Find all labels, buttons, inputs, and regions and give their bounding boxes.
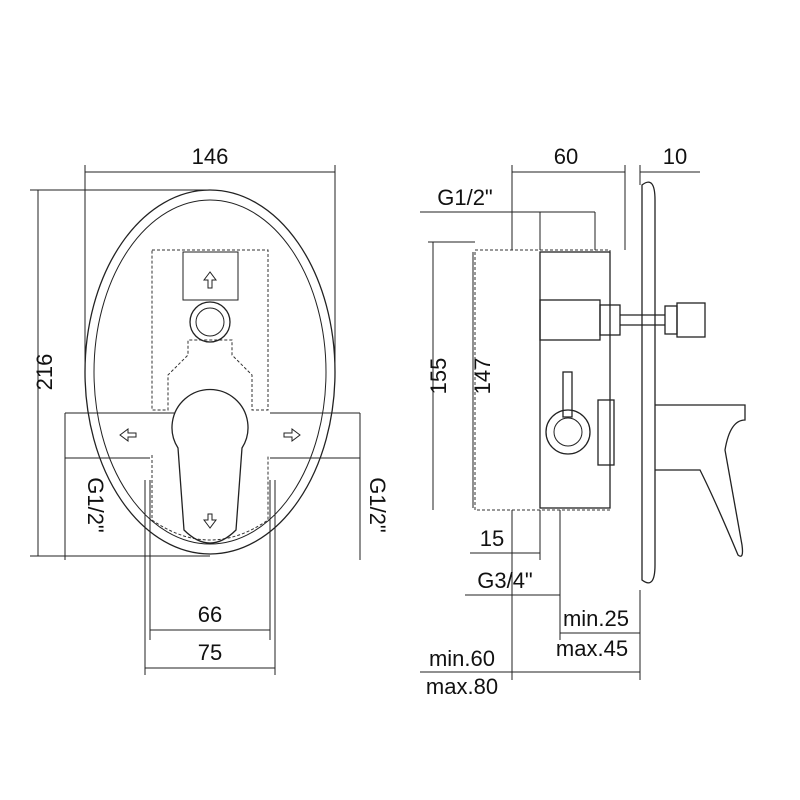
left-arrow-icon [119, 428, 137, 442]
inlet-right-label: G1/2" [365, 477, 390, 533]
cover-plate-inner [93, 199, 327, 545]
dim-label-60: 60 [554, 144, 578, 169]
cartridge-port-inner [553, 417, 583, 447]
inlet-left-label: G1/2" [83, 477, 108, 533]
outlet-bottom-label: G3/4" [477, 568, 533, 593]
lever-handle [171, 388, 249, 544]
diverter-knob-side [664, 305, 678, 335]
front-view: 146 216 G1/2" G1/2" 66 75 [30, 144, 390, 675]
up-arrow-icon [203, 271, 217, 289]
body-envelope [474, 249, 611, 511]
dim-label-155: 155 [426, 358, 451, 395]
valve-body [539, 251, 611, 509]
dim-label-146: 146 [192, 144, 229, 169]
cover-plate-side [641, 181, 656, 584]
right-arrow-icon [283, 428, 301, 442]
dim-line-plate [560, 590, 641, 640]
diverter-knob-inner [195, 307, 225, 337]
down-arrow-icon [203, 513, 217, 529]
cover-plate-outer [84, 189, 336, 555]
cartridge-port-outer [545, 409, 591, 455]
outlet-top-label: G1/2" [437, 185, 493, 210]
cartridge-nut [597, 399, 615, 466]
lever-side [655, 404, 746, 557]
min-wall-label: min.60 [429, 646, 495, 671]
dim-line-66 [149, 480, 271, 640]
dim-label-15: 15 [480, 526, 504, 551]
diverter-knob-outer [189, 301, 231, 343]
dim-line-155 [428, 241, 475, 510]
dim-label-216: 216 [32, 354, 57, 391]
diverter-stem [620, 314, 665, 326]
diverter-cap [676, 302, 706, 338]
diverter-spindle [539, 299, 601, 341]
diverter-nut [599, 304, 621, 336]
dim-label-75: 75 [198, 640, 222, 665]
dim-line-10 [639, 165, 700, 185]
cartridge-stem [562, 371, 573, 418]
outlet-top-line [420, 211, 596, 250]
dim-label-147: 147 [470, 358, 495, 395]
max-wall-label: max.80 [426, 674, 498, 699]
dim-line-75 [144, 480, 276, 675]
dim-line-60 [511, 165, 626, 250]
cartridge-outline-top [151, 249, 269, 411]
dim-line-216 [30, 189, 210, 557]
dim-label-10: 10 [663, 144, 687, 169]
dim-line-wall [420, 640, 641, 680]
inlet-lines [64, 412, 361, 560]
min-plate-label: min.25 [563, 606, 629, 631]
outlet-bottom-line [465, 510, 561, 640]
max-plate-label: max.45 [556, 636, 628, 661]
side-view: 60 10 G1/2" 155 147 15 G3/4" min.25 max.… [420, 144, 746, 699]
dim-line-146 [84, 165, 336, 370]
diverter-window [182, 251, 239, 301]
dim-label-66: 66 [198, 602, 222, 627]
cartridge-outline-bottom [151, 455, 269, 541]
